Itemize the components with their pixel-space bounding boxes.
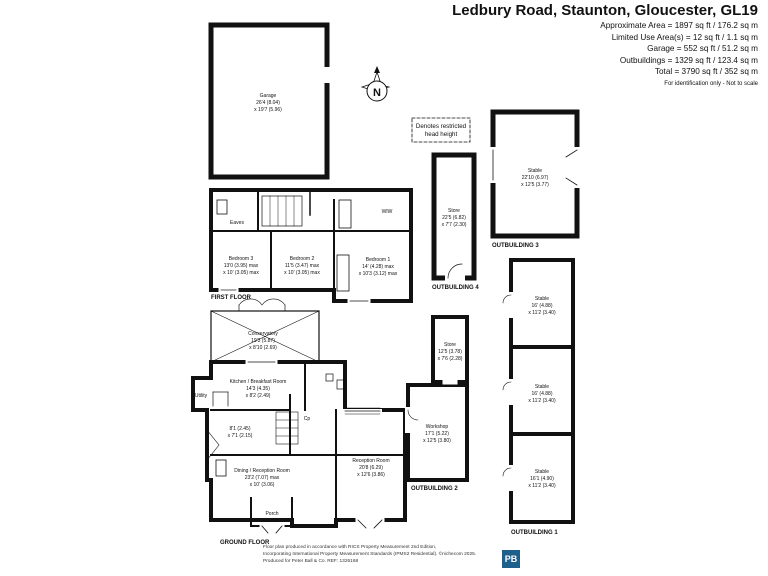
dining-dim-2: x 10' (3.06) <box>250 482 275 488</box>
restricted-legend-line1: Denotes restricted <box>416 123 467 130</box>
cp-label: Cp <box>304 416 311 422</box>
garage-dim-1: 26'4 (8.04) <box>256 100 280 106</box>
bedroom1-dim-2: x 10'3 (3.12) max <box>359 271 398 277</box>
footer-notes: Floor plan produced in accordance with R… <box>263 544 503 565</box>
kitchen-label: Kitchen / Breakfast Room <box>230 379 287 385</box>
stable-b-label: Stable <box>535 384 549 390</box>
first-floor-label: FIRST FLOOR <box>211 295 252 301</box>
first-floor-walls <box>209 188 413 304</box>
workshop-dim-1: 17'1 (5.22) <box>425 431 449 437</box>
outbuilding-2-walls <box>405 315 469 482</box>
garage-label: Garage <box>260 93 277 99</box>
garage-walls <box>208 22 330 180</box>
stable-ob3-dim-2: x 12'5 (3.77) <box>521 182 549 188</box>
garage-dim-2: x 19'7 (5.96) <box>254 107 282 113</box>
conservatory-label: Conservatory <box>248 331 278 337</box>
kitchen-dim-2: x 8'2 (2.49) <box>246 393 271 399</box>
restricted-height-legend <box>411 117 471 143</box>
area-approximate: Approximate Area = 1897 sq ft / 176.2 sq… <box>600 21 758 30</box>
store-ob4-label: Store <box>448 208 460 214</box>
dining-label: Dining / Reception Room <box>234 468 290 474</box>
bedroom2-dim-2: x 10' (3.05) max <box>284 270 320 276</box>
conservatory-dim-1: 19'3 (5.87) <box>251 338 275 344</box>
wiw-label: WIW <box>382 209 393 215</box>
agent-logo: PB <box>502 550 520 568</box>
stable-c-label: Stable <box>535 469 549 475</box>
bedroom3-dim-2: x 10' (3.05) max <box>223 270 259 276</box>
restricted-legend-line2: head height <box>425 131 458 138</box>
utility-label: Utility <box>195 393 208 399</box>
bedroom1-label: Bedroom 1 <box>366 257 391 263</box>
stable-ob3-dim-1: 22'10 (6.97) <box>522 175 549 181</box>
outbuilding-1-walls <box>502 258 575 524</box>
kitchen-dim-1: 14'3 (4.35) <box>246 386 270 392</box>
footer-line-3: Produced for Peter Ball & Co. REF: 13261… <box>263 559 359 564</box>
stable-c-dim-2: x 11'2 (3.40) <box>528 483 556 489</box>
bedroom3-dim-1: 13'0 (3.95) max <box>224 263 259 269</box>
area-garage: Garage = 552 sq ft / 51.2 sq m <box>647 44 758 54</box>
outbuilding-1-label: OUTBUILDING 1 <box>511 530 558 536</box>
compass-north-label: N <box>373 87 381 99</box>
store-ob2-dim-2: x 7'6 (2.28) <box>438 356 463 362</box>
porch-label: Porch <box>265 511 278 517</box>
ground-floor-label: GROUND FLOOR <box>220 540 270 546</box>
eaves-label: Eaves <box>230 220 244 226</box>
bedroom1-dim-1: 14' (4.28) max <box>362 264 394 270</box>
store-ob4-dim-2: x 7'7 (2.30) <box>442 222 467 228</box>
area-summary: Approximate Area = 1897 sq ft / 176.2 sq… <box>600 20 758 91</box>
workshop-dim-2: x 12'5 (3.80) <box>423 438 451 444</box>
outbuilding-2-label: OUTBUILDING 2 <box>411 486 458 492</box>
stable-a-dim-2: x 11'2 (3.40) <box>528 310 556 316</box>
area-limited-use: Limited Use Area(s) = 12 sq ft / 1.1 sq … <box>611 32 758 42</box>
outbuilding-3-walls <box>490 109 580 239</box>
identification-note: For identification only - Not to scale <box>664 80 758 87</box>
stable-a-label: Stable <box>535 296 549 302</box>
reception-label: Reception Room <box>352 458 389 464</box>
outbuilding-3-label: OUTBUILDING 3 <box>492 243 539 249</box>
bedroom3-label: Bedroom 3 <box>229 256 254 262</box>
stable-b-dim-2: x 11'2 (3.40) <box>528 398 556 404</box>
store-ob2-label: Store <box>444 342 456 348</box>
compass-rose <box>360 66 391 102</box>
area-total: Total = 3790 sq ft / 352 sq m <box>654 67 758 77</box>
ground-floor-walls <box>191 298 407 534</box>
area-outbuildings: Outbuildings = 1329 sq ft / 123.4 sq m <box>619 55 758 65</box>
stable-b-dim-1: 16' (4.88) <box>532 391 553 397</box>
bedroom2-dim-1: 11'5 (3.47) max <box>285 263 320 269</box>
outbuilding-4-label: OUTBUILDING 4 <box>432 285 479 291</box>
store-ob2-dim-1: 12'5 (3.78) <box>438 349 462 355</box>
footer-line-1: Floor plan produced in accordance with R… <box>263 545 437 550</box>
reception-dim-2: x 12'6 (3.86) <box>357 472 385 478</box>
footer-line-2: Incorporating International Property Mea… <box>263 552 477 557</box>
dining-dim-1: 23'2 (7.07) max <box>245 475 280 481</box>
stable-c-dim-1: 16'1 (4.90) <box>530 476 554 482</box>
reception-dim-1: 20'8 (6.29) <box>359 465 383 471</box>
stable-ob3-label: Stable <box>528 168 542 174</box>
workshop-label: Workshop <box>426 424 449 430</box>
hall-dim-1: 8'1 (2.45) <box>230 426 251 432</box>
stable-a-dim-1: 16' (4.88) <box>532 303 553 309</box>
page-title: Ledbury Road, Staunton, Gloucester, GL19 <box>452 2 758 19</box>
store-ob4-dim-1: 22'5 (6.82) <box>442 215 466 221</box>
conservatory-dim-2: x 8'10 (2.69) <box>249 345 277 351</box>
hall-dim-2: x 7'1 (2.15) <box>228 433 253 439</box>
bedroom2-label: Bedroom 2 <box>290 256 315 262</box>
